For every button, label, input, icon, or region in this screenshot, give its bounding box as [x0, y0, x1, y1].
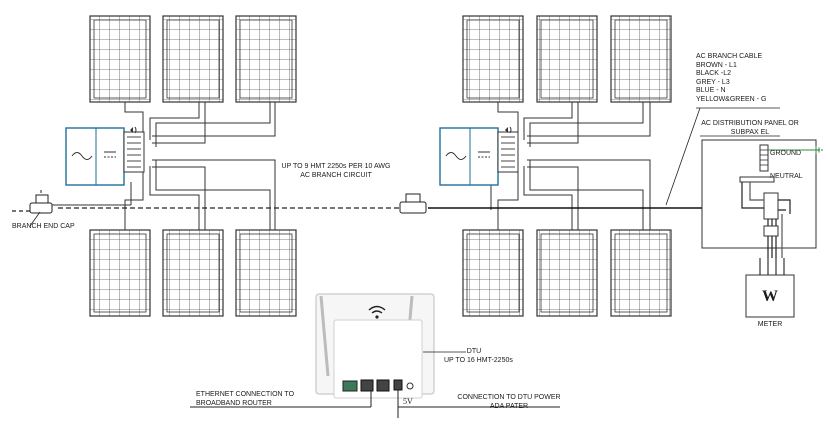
- solar-panel-frame-1: [93, 19, 147, 99]
- dtu-label: DTU UP TO 16 HMT-2250s: [444, 348, 513, 365]
- dtu-power-line1: CONNECTION TO DTU POWER: [457, 394, 561, 401]
- solar-panel-1: [89, 15, 151, 103]
- ac-branch-cable-legend: AC BRANCH CABLE BROWN - L1 BLACK -L2 GRE…: [696, 53, 766, 105]
- ethernet-label-line2: BROADBAND ROUTER: [196, 399, 272, 407]
- wifi-icon: [368, 305, 386, 319]
- microinverter-left: [65, 126, 145, 186]
- distribution-panel: [701, 139, 823, 258]
- solar-panel-frame-9: [239, 233, 293, 313]
- five-volt-label: 5V: [403, 397, 413, 406]
- branch-circuit-label: UP TO 9 HMT 2250s PER 10 AWG AC BRANCH C…: [262, 163, 410, 180]
- ethernet-connection-label: ETHERNET CONNECTION TO BROADBAND ROUTER: [196, 391, 294, 408]
- ac-cable-title: AC BRANCH CABLE: [696, 53, 763, 60]
- solar-panel-frame-8: [166, 233, 220, 313]
- dtu-power-line2: ADA PATER: [489, 402, 529, 410]
- solar-panel-frame-12: [614, 233, 668, 313]
- solar-panel-12: [610, 229, 672, 317]
- solar-panels: [89, 15, 672, 317]
- panel-wiring-left: [37, 102, 276, 230]
- solar-panel-frame-7: [93, 233, 147, 313]
- neutral-label: NEUTRAL: [770, 173, 803, 180]
- solar-panel-frame-2: [166, 19, 220, 99]
- branch-circuit-line1: UP TO 9 HMT 2250s PER 10 AWG: [281, 163, 391, 170]
- panel-label-line1: AC DISTRIBUTION PANEL OR: [701, 120, 799, 127]
- solar-panel-frame-4: [466, 19, 520, 99]
- solar-panel-7: [89, 229, 151, 317]
- ground-label: GROUND: [770, 150, 802, 157]
- solar-panel-frame-6: [614, 19, 668, 99]
- distribution-panel-label: AC DISTRIBUTION PANEL OR SUBPAX EL: [700, 120, 800, 137]
- solar-panel-5: [536, 15, 598, 103]
- ac-cable-line-g: YELLOW&GREEN - G: [696, 95, 767, 103]
- solar-panel-frame-11: [540, 233, 594, 313]
- ac-cable-line-n: BLUE - N: [696, 87, 726, 95]
- microinverter-right: [439, 126, 519, 186]
- branch-end-cap-connector: [29, 190, 53, 214]
- solar-panel-frame-5: [540, 19, 594, 99]
- meter-symbol: W: [762, 288, 778, 305]
- dtu-label-line1: DTU: [466, 348, 482, 355]
- panel-wiring-right: [490, 102, 651, 230]
- trunk-connector-left: [399, 193, 427, 214]
- solar-panel-4: [462, 15, 524, 103]
- dtu-power-label: CONNECTION TO DTU POWER ADA PATER: [454, 394, 564, 411]
- solar-panel-frame-10: [466, 233, 520, 313]
- ac-cable-line-l3: GREY - L3: [696, 78, 730, 86]
- dtu-device: [315, 293, 435, 399]
- solar-panel-3: [235, 15, 297, 103]
- meter-label: METER: [757, 321, 783, 328]
- branch-circuit-line2: AC BRANCH CIRCUIT: [300, 171, 372, 179]
- solar-panel-2: [162, 15, 224, 103]
- ac-cable-line-l2: BLACK -L2: [696, 70, 732, 78]
- panel-label-line2: SUBPAX EL: [730, 128, 770, 136]
- meter: [745, 258, 795, 318]
- ac-cable-line-l1: BROWN - L1: [696, 61, 737, 69]
- solar-panel-frame-3: [239, 19, 293, 99]
- solar-panel-6: [610, 15, 672, 103]
- branch-end-cap-label: BRANCH END CAP: [12, 223, 75, 230]
- solar-panel-8: [162, 229, 224, 317]
- solar-panel-11: [536, 229, 598, 317]
- solar-panel-10: [462, 229, 524, 317]
- solar-panel-9: [235, 229, 297, 317]
- ethernet-label-line1: ETHERNET CONNECTION TO: [196, 391, 295, 398]
- dtu-label-line2: UP TO 16 HMT-2250s: [444, 356, 513, 364]
